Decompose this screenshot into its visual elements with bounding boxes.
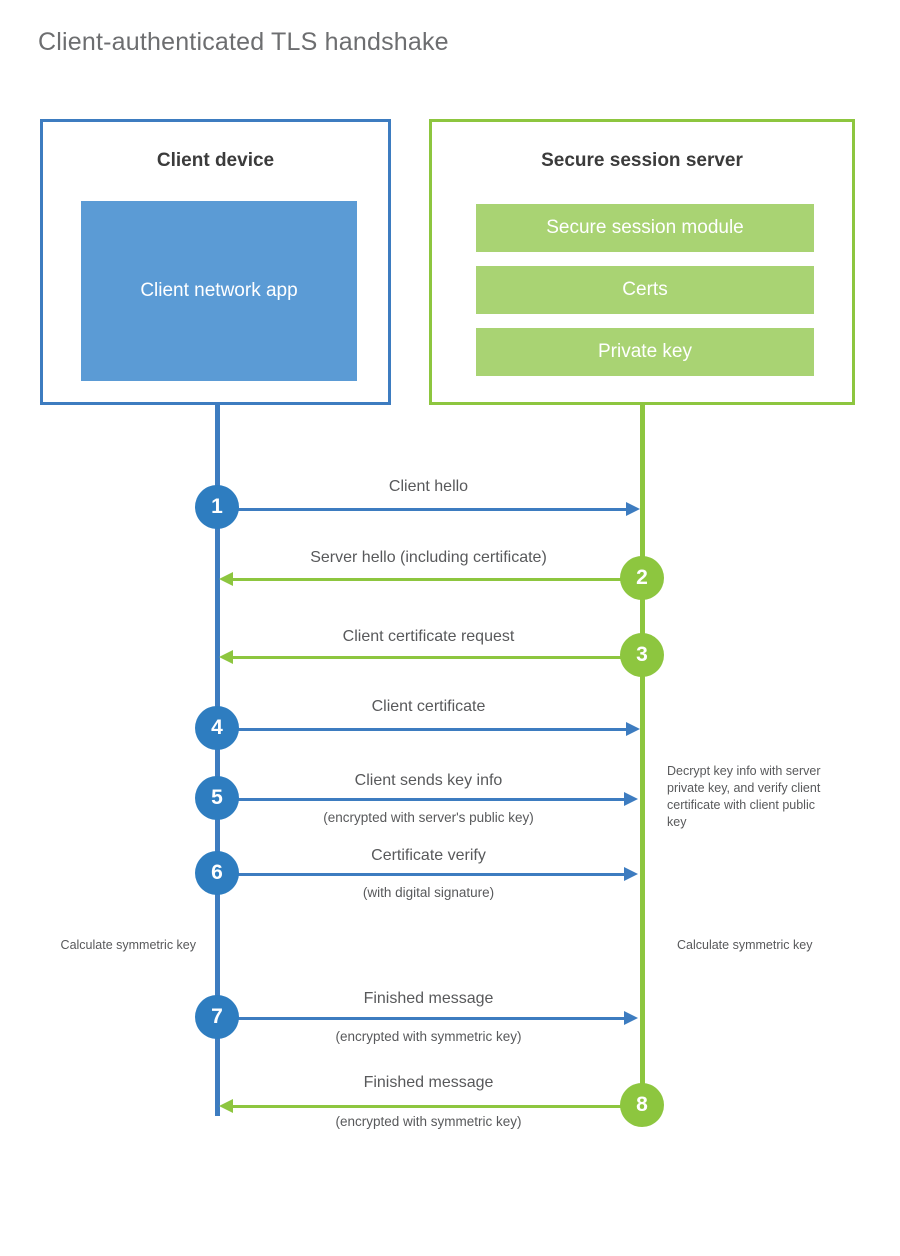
arrow-head-icon bbox=[624, 792, 638, 806]
step-2-arrow bbox=[219, 572, 640, 586]
arrow-head-icon bbox=[624, 867, 638, 881]
arrow-head-icon bbox=[626, 722, 640, 736]
page-title: Client-authenticated TLS handshake bbox=[38, 28, 449, 56]
step-3-marker: 3 bbox=[620, 633, 664, 677]
step-4-arrow bbox=[217, 722, 640, 736]
step-6-arrow bbox=[217, 867, 638, 881]
secure-session-server-title: Secure session server bbox=[541, 150, 743, 171]
client-lifeline bbox=[215, 405, 220, 1116]
server-calculate-symmetric-key-note: Calculate symmetric key bbox=[677, 938, 813, 952]
step-8-arrow bbox=[219, 1099, 640, 1113]
step-7-arrow bbox=[217, 1011, 638, 1025]
step-5-marker: 5 bbox=[195, 776, 239, 820]
step-1-arrow bbox=[217, 502, 640, 516]
step-6-label: Certificate verify bbox=[371, 847, 486, 864]
step-3-label: Client certificate request bbox=[342, 628, 515, 645]
server-component-private-key: Private key bbox=[476, 328, 814, 376]
step-2-label: Server hello (including certificate) bbox=[310, 549, 547, 566]
step-3-arrow bbox=[219, 650, 640, 664]
client-device-box: Client device Client network app bbox=[40, 119, 391, 405]
arrow-head-icon bbox=[626, 502, 640, 516]
server-component-certs: Certs bbox=[476, 266, 814, 314]
step-8-label: Finished message bbox=[363, 1074, 494, 1091]
server-decrypt-note: Decrypt key info with server private key… bbox=[667, 764, 821, 829]
step-4-marker: 4 bbox=[195, 706, 239, 750]
secure-session-server-box: Secure session server Secure session mod… bbox=[429, 119, 855, 405]
step-6-sublabel: (with digital signature) bbox=[362, 885, 495, 900]
step-8-sublabel: (encrypted with symmetric key) bbox=[335, 1114, 522, 1129]
step-5-label: Client sends key info bbox=[354, 772, 503, 789]
step-1-marker: 1 bbox=[195, 485, 239, 529]
client-network-app-block: Client network app bbox=[81, 201, 357, 381]
step-5-sublabel: (encrypted with server's public key) bbox=[323, 810, 534, 825]
step-1-label: Client hello bbox=[388, 478, 469, 495]
step-7-sublabel: (encrypted with symmetric key) bbox=[335, 1029, 522, 1044]
step-5-arrow bbox=[217, 792, 638, 806]
client-calculate-symmetric-key-note: Calculate symmetric key bbox=[60, 938, 196, 952]
step-6-marker: 6 bbox=[195, 851, 239, 895]
arrow-head-icon bbox=[624, 1011, 638, 1025]
arrow-head-icon bbox=[219, 650, 233, 664]
step-2-marker: 2 bbox=[620, 556, 664, 600]
step-8-marker: 8 bbox=[620, 1083, 664, 1127]
step-7-marker: 7 bbox=[195, 995, 239, 1039]
server-component-secure-session-module: Secure session module bbox=[476, 204, 814, 252]
server-lifeline bbox=[640, 405, 645, 1105]
step-7-label: Finished message bbox=[363, 990, 494, 1007]
arrow-head-icon bbox=[219, 572, 233, 586]
arrow-head-icon bbox=[219, 1099, 233, 1113]
step-4-label: Client certificate bbox=[371, 698, 486, 715]
client-device-title: Client device bbox=[156, 150, 275, 171]
